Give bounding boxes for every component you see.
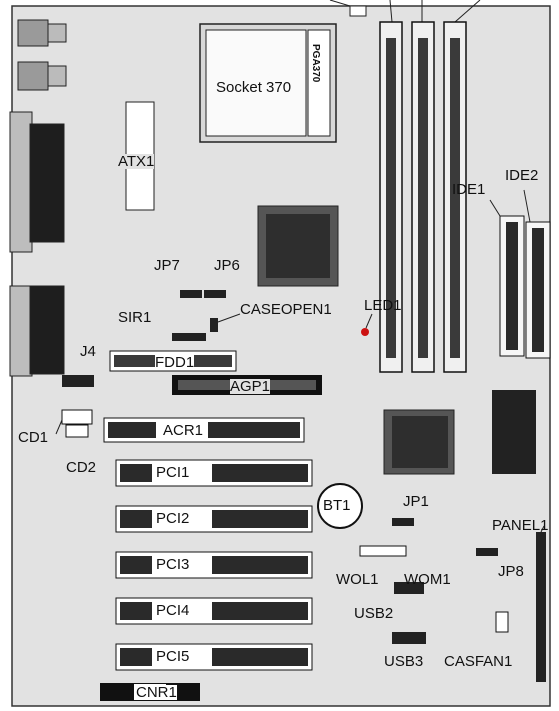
panel1-header [536,532,546,682]
pci4-label: PCI4 [156,602,190,619]
j4-header [62,375,94,387]
sir1-header [172,333,206,341]
cd2-header [65,424,89,438]
jp8-label: JP8 [498,563,524,580]
cd1-header [61,409,93,425]
fdd1-label: FDD1 [155,354,195,371]
pga-label: PGA370 [310,44,321,83]
wol1-label: WOL1 [336,571,379,588]
cd1-label: CD1 [18,429,49,446]
jp1-header [392,518,414,526]
cd2-label: CD2 [66,459,97,476]
sir1-label: SIR1 [118,309,152,326]
ide1-label: IDE1 [452,181,486,198]
jp7-header [180,290,202,298]
northbridge-chip [257,205,339,287]
led1 [361,328,369,336]
ide2-label: IDE2 [505,167,539,184]
jp6-header [204,290,226,298]
casfan1-label: CASFAN1 [444,653,513,670]
jp7-label: JP7 [154,257,180,274]
rear-io-usb-ps2 [17,19,67,91]
pci5-label: PCI5 [156,648,190,665]
ide-connectors [499,215,551,359]
panel1-label: PANEL1 [492,517,549,534]
dimm-slots [379,21,467,373]
jp6-label: JP6 [214,257,240,274]
agp1-label: AGP1 [230,378,271,395]
usb3-header [392,632,426,644]
cnr1-label: CNR1 [136,684,177,701]
bios-chip [492,390,536,474]
fan-header-top [349,5,367,17]
southbridge-chip [383,409,455,475]
usb2-label: USB2 [354,605,394,622]
usb2-header [394,582,424,594]
j4-label: J4 [80,343,96,360]
bt1-label: BT1 [323,497,351,514]
acr-slot [103,417,305,443]
socket-label: Socket 370 [216,79,292,96]
pci2-label: PCI2 [156,510,190,527]
led1-label: LED1 [364,297,402,314]
jp1-label: JP1 [403,493,429,510]
pci3-label: PCI3 [156,556,190,573]
wom1-label: WOM1 [404,571,451,588]
pci1-label: PCI1 [156,464,190,481]
parallel-port [9,111,65,253]
jp8-header [476,548,498,556]
usb3-label: USB3 [384,653,424,670]
atx1-label: ATX1 [118,153,155,170]
caseopen1-label: CASEOPEN1 [240,301,332,318]
acr1-label: ACR1 [163,422,204,439]
caseopen1-header [210,318,218,332]
serial-ports [9,285,65,377]
wol1-wom1-header [359,545,407,557]
casfan1-header [495,611,509,633]
